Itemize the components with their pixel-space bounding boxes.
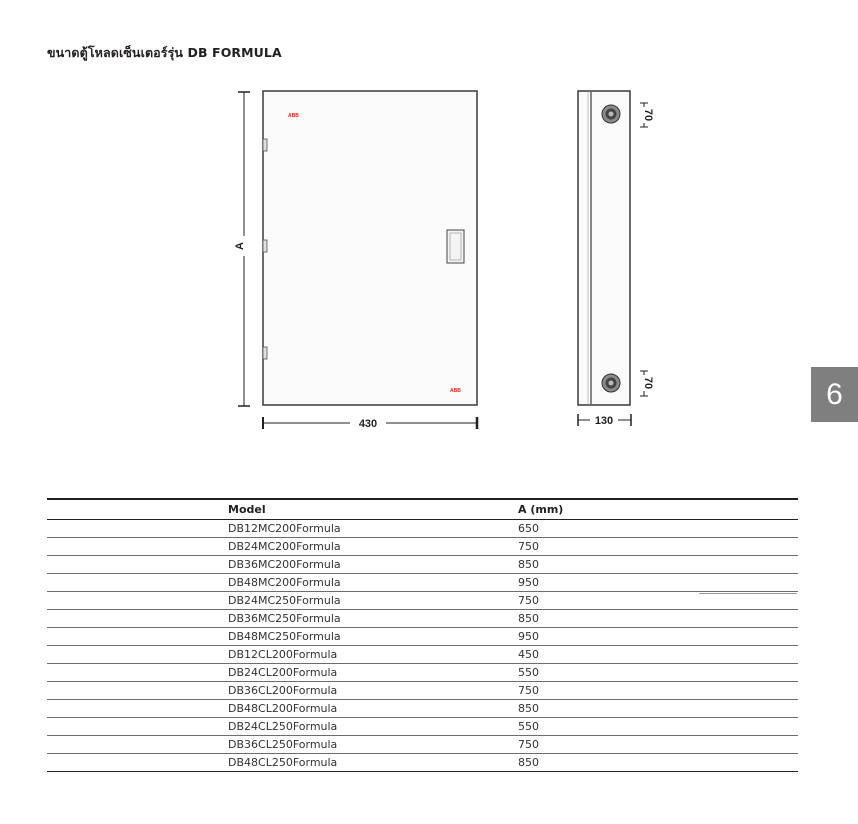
cell-a: 950 [518, 573, 798, 592]
abb-logo-bottom: ABB [450, 388, 461, 394]
cell-a: 950 [518, 627, 798, 646]
cell-model: DB48MC200Formula [228, 573, 518, 592]
cell-model: DB24CL200Formula [228, 663, 518, 682]
cell-a: 750 [518, 591, 798, 610]
cell-model: DB24CL250Formula [228, 717, 518, 736]
cell-a: 850 [518, 756, 539, 769]
cell-a: 850 [518, 609, 798, 628]
cell-a: 650 [518, 519, 798, 538]
abb-logo-top: ABB [288, 113, 299, 119]
hinge-icon [262, 138, 268, 152]
cell-a: 550 [518, 717, 798, 736]
table-header-row: Model A (mm) [47, 499, 798, 520]
header-model: Model [228, 499, 518, 520]
cell-model: DB36MC250Formula [228, 609, 518, 628]
hinge-icon [262, 239, 268, 253]
header-a: A (mm) [518, 499, 798, 520]
cell-a: 550 [518, 663, 798, 682]
height-label: A [234, 242, 246, 250]
front-panel: ABB ABB [262, 90, 478, 406]
enclosure-dimension-drawing: A ABB ABB 430 [233, 90, 655, 430]
cell-model: DB36MC200Formula [228, 555, 518, 574]
cell-a: 450 [518, 645, 798, 664]
hinge-icon [262, 346, 268, 360]
depth-label: 130 [595, 415, 613, 427]
header-spacer [47, 499, 228, 520]
cell-a: 850 [518, 555, 798, 574]
cell-a: 750 [518, 681, 798, 700]
cable-gland-top-icon [601, 104, 621, 124]
cell-a: 750 [518, 537, 798, 556]
cell-a: 850 [518, 699, 798, 718]
cell-model: DB24MC200Formula [228, 537, 518, 556]
cell-model: DB36CL200Formula [228, 681, 518, 700]
side-panel [577, 90, 631, 406]
depth-dimension [577, 414, 632, 426]
door-handle-icon [446, 229, 465, 264]
chapter-tab: 6 [811, 367, 858, 422]
cell-model: DB48CL250Formula [228, 756, 338, 769]
cell-a: 750 [518, 735, 798, 754]
width-label: 430 [359, 418, 377, 430]
table-row: DB48CL250Formula 850 [47, 754, 798, 772]
page-title: ขนาดตู้โหลดเซ็นเตอร์รุ่น DB FORMULA [47, 45, 282, 60]
cell-model: DB48MC250Formula [228, 627, 518, 646]
cable-gland-bottom-icon [601, 373, 621, 393]
cell-model: DB48CL200Formula [228, 699, 518, 718]
top-offset-label: 70 [642, 109, 654, 121]
cell-model: DB24MC250Formula [228, 591, 518, 610]
cell-model: DB12MC200Formula [228, 519, 518, 538]
cell-model: DB36CL250Formula [228, 735, 518, 754]
cell-model: DB12CL200Formula [228, 645, 518, 664]
bottom-offset-label: 70 [642, 377, 654, 389]
width-dimension [262, 417, 479, 429]
